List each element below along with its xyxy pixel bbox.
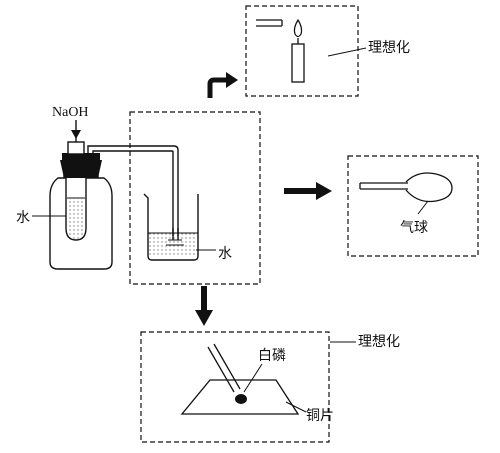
copper-leader — [285, 401, 307, 413]
phosphorus-label: 白磷 — [258, 348, 286, 364]
balloon-label: 气球 — [400, 220, 428, 236]
ideal-top-leader — [327, 47, 367, 57]
dropper — [67, 136, 85, 155]
naoh-arrow — [71, 120, 81, 139]
ideal-label-top: 理想化 — [368, 40, 410, 56]
water-label-beaker: 水 — [218, 246, 232, 262]
candle-dashed-box — [245, 5, 359, 97]
white-phosphorus-lump — [235, 394, 247, 404]
phosphorus-dashed-box — [140, 331, 330, 443]
inner-test-tube — [65, 178, 87, 241]
rubber-stopper — [60, 153, 102, 178]
candle-flame — [293, 18, 303, 38]
naoh-label: NaOH — [52, 105, 89, 120]
balloon-leader — [417, 200, 429, 215]
phosphorus-leader — [243, 363, 263, 393]
phosphorus-tube — [207, 343, 241, 393]
copper-label: 铜片 — [306, 408, 334, 424]
beaker — [143, 193, 199, 261]
arrow-to-candle — [207, 72, 238, 98]
ideal-label-bottom: 理想化 — [358, 334, 400, 350]
candle-setup — [256, 19, 305, 83]
center-dashed-box — [129, 111, 261, 285]
water-label-left: 水 — [16, 210, 30, 226]
arrow-to-phosphorus — [195, 286, 213, 326]
balloon-setup — [359, 172, 453, 203]
arrow-to-balloon — [284, 182, 332, 200]
delivery-tube — [87, 145, 179, 236]
balloon-dashed-box — [347, 155, 479, 257]
